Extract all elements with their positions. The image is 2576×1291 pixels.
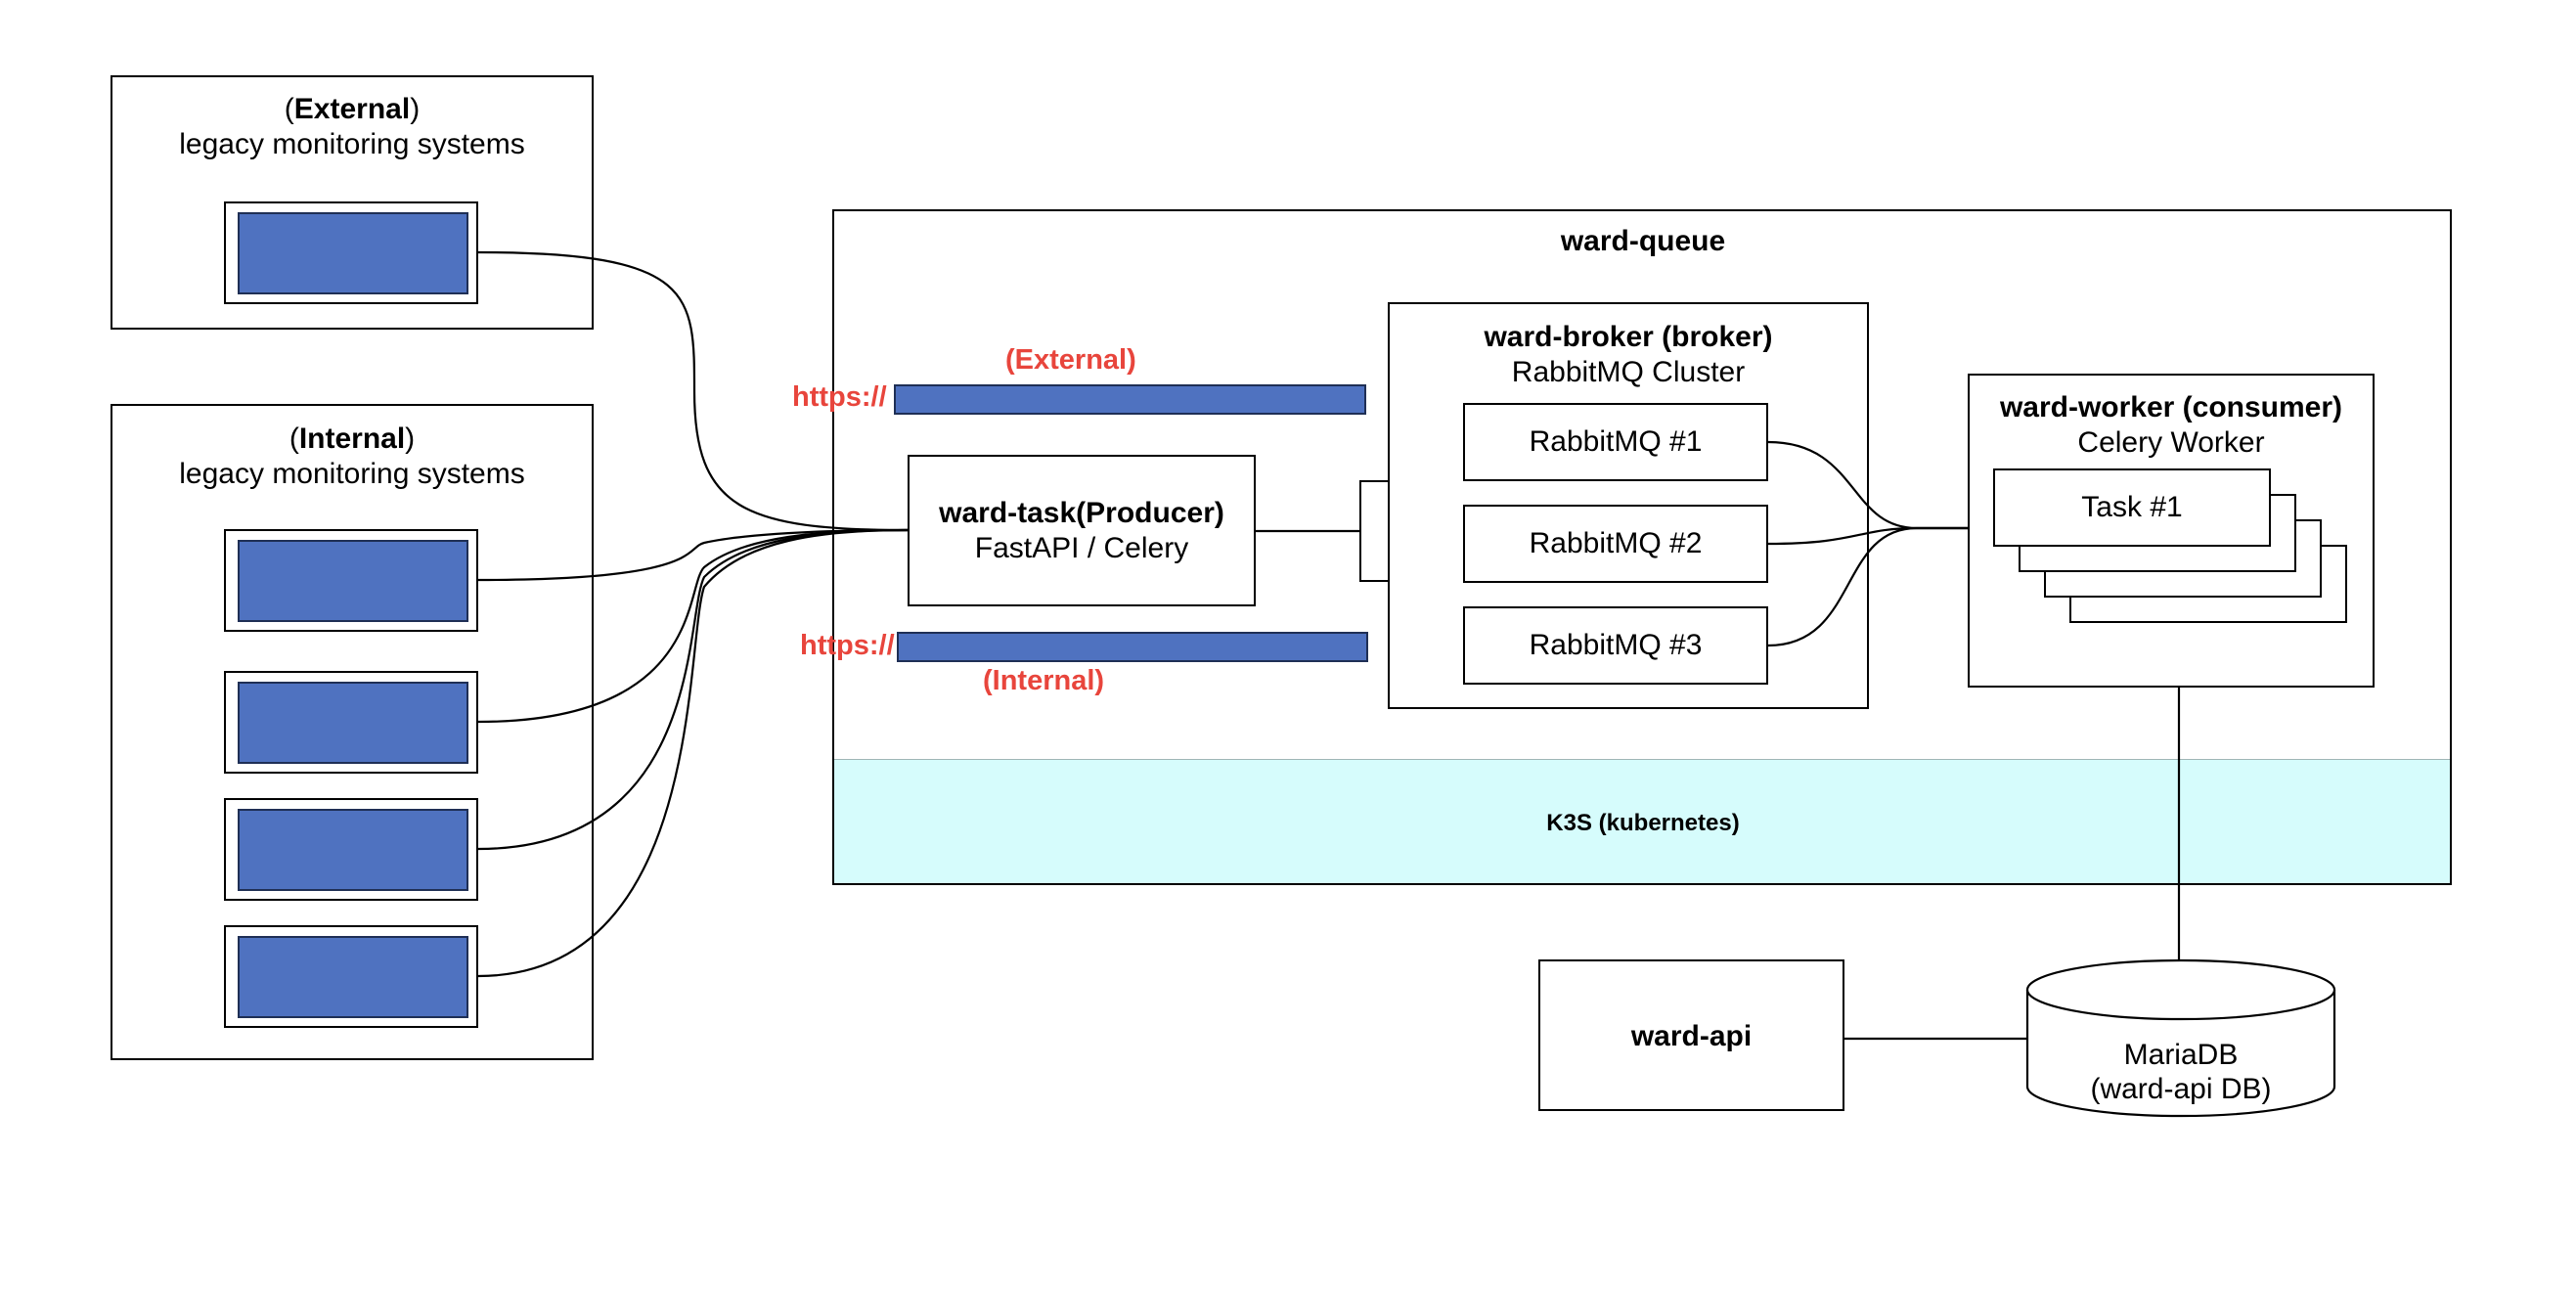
ward-api-title: ward-api [1630, 1020, 1753, 1052]
ward-broker-title: ward-broker (broker) [1484, 321, 1773, 353]
ward-task-box[interactable] [908, 455, 1256, 606]
internal-group-title: (Internal) [289, 423, 416, 455]
rabbitmq-node-3[interactable] [1463, 606, 1768, 685]
rabbitmq-node-2[interactable] [1463, 505, 1768, 583]
external-node[interactable] [238, 212, 468, 294]
internal-channel-label: (Internal) [983, 665, 1105, 696]
external-channel-bar[interactable] [894, 384, 1366, 415]
external-channel-label: (External) [1005, 344, 1136, 376]
k3s-label: K3S (kubernetes) [1546, 810, 1740, 836]
rabbitmq-node-1[interactable] [1463, 403, 1768, 481]
task-card[interactable] [1993, 468, 2271, 547]
task-card-label: Task #1 [2081, 491, 2183, 523]
rabbitmq-node-label: RabbitMQ #2 [1529, 527, 1703, 559]
internal-node[interactable] [238, 682, 468, 764]
ward-task-title: ward-task(Producer) [939, 497, 1224, 529]
mariadb-label-line1: MariaDB [2123, 1039, 2239, 1071]
rabbitmq-node-label: RabbitMQ #1 [1529, 425, 1703, 458]
ward-worker-title: ward-worker (consumer) [1999, 391, 2343, 423]
internal-channel-bar[interactable] [897, 632, 1368, 662]
rabbitmq-node-label: RabbitMQ #3 [1529, 629, 1703, 661]
external-channel-protocol: https:// [792, 381, 887, 413]
mariadb-label-line2: (ward-api DB) [2090, 1073, 2272, 1105]
ward-broker-subtitle: RabbitMQ Cluster [1511, 356, 1746, 388]
external-group-title: (External) [284, 93, 421, 125]
internal-node[interactable] [238, 809, 468, 891]
ward-queue-title: ward-queue [1560, 225, 1726, 257]
external-group-subtitle: legacy monitoring systems [179, 128, 525, 160]
ward-worker-subtitle: Celery Worker [2077, 426, 2265, 459]
internal-channel-protocol: https:// [800, 630, 895, 661]
internal-node[interactable] [238, 540, 468, 622]
internal-node[interactable] [238, 936, 468, 1018]
k3s-band [832, 759, 2452, 885]
internal-group-subtitle: legacy monitoring systems [179, 458, 525, 490]
ward-api-box[interactable] [1538, 959, 1844, 1111]
ward-task-subtitle: FastAPI / Celery [974, 532, 1189, 564]
